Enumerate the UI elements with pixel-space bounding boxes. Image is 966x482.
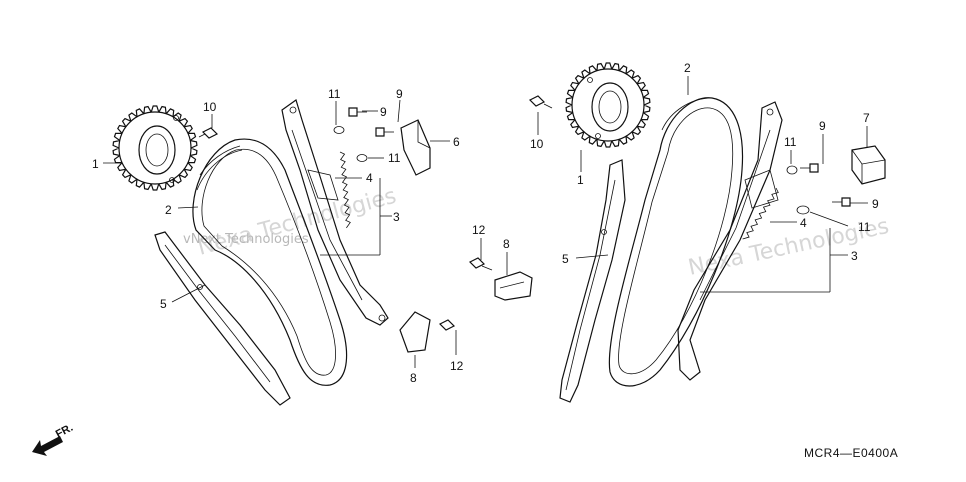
callout-right-7: 7: [863, 111, 870, 125]
right-tensioner-spring: [742, 187, 779, 240]
left-cam-chain: [192, 138, 348, 386]
callout-left-12a: 12: [472, 223, 486, 237]
callout-left-11b: 11: [388, 151, 401, 165]
watermark-vnext: vNext Technologies: [183, 232, 309, 247]
left-cam-sprocket: [118, 111, 192, 185]
right-chain-guide: [559, 159, 626, 403]
left-sprocket-teeth: [112, 105, 198, 191]
callout-left-11a: 11: [328, 87, 341, 101]
callout-right-5: 5: [562, 252, 569, 266]
right-chain-tensioner: [677, 101, 783, 381]
callout-left-1: 1: [92, 157, 99, 171]
left-tensioner-spring: [339, 151, 351, 229]
callout-right-3: 3: [851, 249, 858, 263]
callout-left-2: 2: [165, 203, 172, 217]
callout-left-8a: 8: [503, 237, 510, 251]
left-small-parts: [198, 107, 533, 353]
right-small-parts: [528, 95, 886, 215]
left-chain-tensioner: [281, 99, 389, 326]
callouts-right: 1 2 3 4 5 7 9 9 10 11 11: [530, 61, 879, 266]
callout-right-9a: 9: [819, 119, 826, 133]
watermark-left: Nexa Technologies: [195, 184, 399, 261]
callout-right-10: 10: [530, 137, 544, 151]
right-cam-chain: [608, 97, 744, 387]
front-direction-marker: FR.: [32, 422, 75, 456]
callouts-left: 1 2 3 4 5 6 8 9 10 11 11 12 8 12 9: [92, 87, 510, 385]
callout-left-9b: 9: [396, 87, 403, 101]
front-arrow-icon: [32, 436, 63, 456]
watermarks: Nexa Technologies vNext Technologies Nex…: [183, 184, 891, 281]
right-cam-sprocket: [571, 68, 645, 142]
diagram-code: MCR4—E0400A: [804, 446, 898, 460]
leader-lines: [103, 76, 868, 368]
right-sprocket-teeth: [565, 62, 651, 148]
callout-left-3: 3: [393, 210, 400, 224]
callout-right-11a: 11: [784, 135, 797, 149]
callout-right-4: 4: [800, 216, 807, 230]
callout-left-8b: 8: [410, 371, 417, 385]
sprocket-tooth-ring: [565, 62, 651, 148]
front-label: FR.: [54, 422, 75, 441]
callout-left-6: 6: [453, 135, 460, 149]
callout-left-5: 5: [160, 297, 167, 311]
callout-right-2: 2: [684, 61, 691, 75]
callout-right-11b: 11: [858, 220, 871, 234]
callout-left-10: 10: [203, 100, 217, 114]
callout-right-9b: 9: [872, 197, 879, 211]
left-chain-guide: [154, 231, 291, 406]
callout-left-12b: 12: [450, 359, 464, 373]
callout-left-9a: 9: [380, 105, 387, 119]
callout-right-1: 1: [577, 173, 584, 187]
sprocket-tooth-ring: [112, 105, 198, 191]
callout-left-4: 4: [366, 171, 373, 185]
